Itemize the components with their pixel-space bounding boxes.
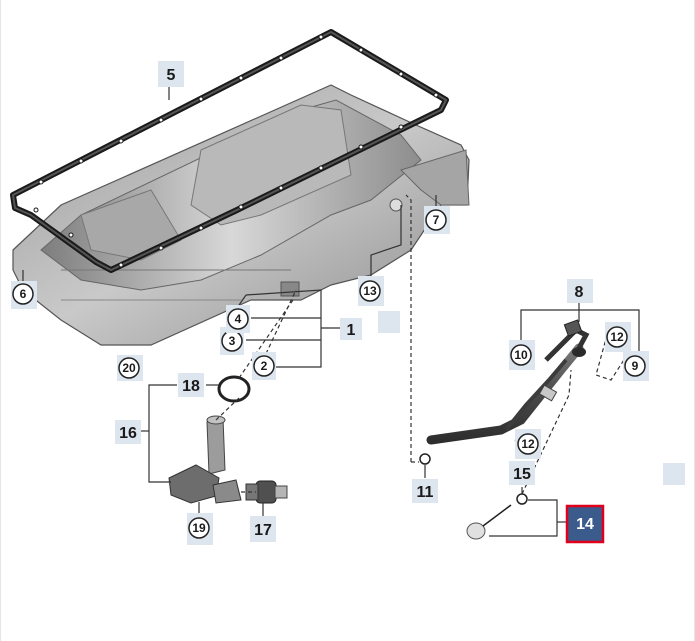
callout-17-label: 17 bbox=[254, 522, 272, 539]
oil-pickup-assembly bbox=[168, 375, 288, 504]
callout-12-top-label: 12 bbox=[610, 330, 624, 344]
oil-pan-gasket bbox=[10, 29, 449, 273]
callout-5[interactable]: 5 bbox=[158, 61, 184, 87]
callout-14-label: 14 bbox=[576, 516, 594, 533]
empty-callout-tag bbox=[378, 311, 400, 333]
callout-18-label: 18 bbox=[182, 378, 200, 395]
callout-1-label: 1 bbox=[347, 322, 356, 339]
callout-16-label: 16 bbox=[119, 425, 137, 442]
callout-18[interactable]: 18 bbox=[178, 373, 204, 397]
callout-8[interactable]: 8 bbox=[567, 279, 593, 303]
callout-11-label: 11 bbox=[417, 484, 434, 501]
leader-lines bbox=[22, 82, 640, 537]
callout-19-label: 19 bbox=[192, 521, 206, 535]
callout-9-label: 9 bbox=[632, 359, 639, 373]
empty-callout-tag bbox=[663, 463, 685, 485]
callout-3-label: 3 bbox=[229, 334, 236, 348]
callout-6[interactable]: 6 bbox=[11, 281, 37, 309]
dipstick-guide-tube bbox=[426, 319, 590, 445]
callout-17[interactable]: 17 bbox=[250, 516, 276, 542]
callout-12-top[interactable]: 12 bbox=[605, 322, 631, 352]
callout-4[interactable]: 4 bbox=[226, 305, 250, 333]
callout-5-label: 5 bbox=[167, 67, 176, 84]
callout-9[interactable]: 9 bbox=[623, 351, 649, 381]
callout-10-label: 10 bbox=[514, 348, 528, 362]
callout-2-label: 2 bbox=[261, 359, 268, 373]
callout-11[interactable]: 11 bbox=[412, 479, 438, 503]
callout-13[interactable]: 13 bbox=[358, 276, 384, 306]
callout-13-label: 13 bbox=[363, 284, 377, 298]
callout-4-label: 4 bbox=[235, 312, 242, 326]
callout-7[interactable]: 7 bbox=[424, 206, 450, 234]
callout-10[interactable]: 10 bbox=[509, 340, 535, 370]
callout-15-label: 15 bbox=[513, 466, 531, 483]
callout-2[interactable]: 2 bbox=[252, 352, 276, 380]
callout-16[interactable]: 16 bbox=[115, 420, 141, 444]
callout-19[interactable]: 19 bbox=[187, 513, 213, 545]
callout-6-label: 6 bbox=[20, 287, 27, 301]
callout-12-bottom[interactable]: 12 bbox=[515, 429, 541, 459]
callout-20[interactable]: 20 bbox=[117, 355, 143, 381]
callout-14-selected[interactable]: 14 bbox=[565, 504, 605, 544]
callout-20-label: 20 bbox=[122, 361, 136, 375]
callout-8-label: 8 bbox=[575, 284, 584, 301]
callout-1[interactable]: 1 bbox=[340, 318, 362, 340]
callout-7-label: 7 bbox=[433, 213, 440, 227]
dipstick-small-parts bbox=[419, 453, 528, 540]
callout-12-bottom-label: 12 bbox=[521, 437, 535, 451]
callout-15[interactable]: 15 bbox=[509, 461, 535, 485]
